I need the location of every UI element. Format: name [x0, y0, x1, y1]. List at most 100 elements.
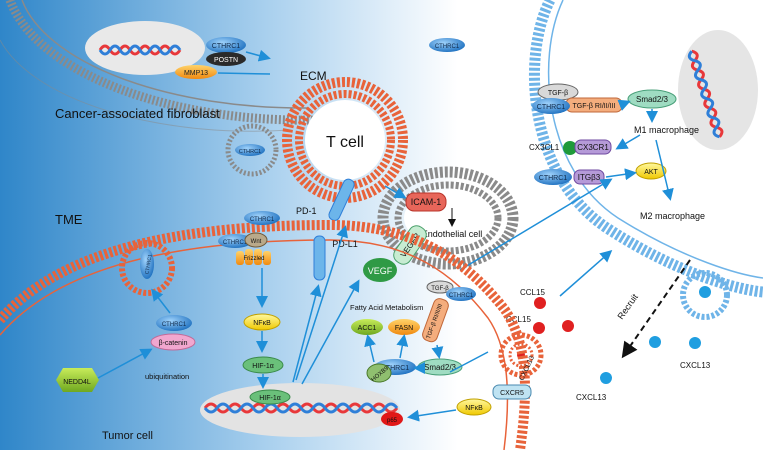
cthrc1-oval-free [429, 38, 465, 52]
cxcl13-dot-1 [649, 336, 661, 348]
cthrc1-macro-1-label: CTHRC1 [537, 104, 565, 111]
caf-membrane [0, 0, 321, 132]
acc1-oval [351, 319, 383, 335]
arrow-m1-to-m2 [655, 139, 674, 201]
tumor-dna [203, 402, 399, 414]
wnt-oval [244, 232, 268, 248]
cx3cr1-receptor [574, 139, 612, 155]
itgb3-label: ITGβ3 [578, 173, 601, 182]
mmp13-label: MMP13 [184, 70, 208, 77]
cthrc1-label: CTHRC1 [212, 43, 240, 50]
arrow-smad-to-ccl15 [449, 351, 489, 373]
postn-oval [206, 52, 246, 66]
tumor-vesicle: CTHRC1 [119, 240, 175, 296]
cxcr5-receptor [492, 384, 532, 400]
bcatenin-oval [150, 333, 196, 351]
frizzled-label: Frizzled [243, 256, 264, 262]
arrow-tumor-to-macrophage [459, 178, 613, 271]
ccl15-dot-3 [562, 320, 574, 332]
arrow-hoxb9-to-fasn [396, 334, 409, 359]
arrow-tgfbr-to-smad-tumor [431, 344, 444, 359]
endothelial-label: Endothelial cell [422, 229, 483, 239]
cthrc1-macro-2 [534, 169, 572, 185]
fatty-acid-metabolism-label: Fatty Acid Metabolism [350, 303, 423, 312]
vegfr-receptor [393, 225, 427, 265]
wnt-label: Wnt [251, 239, 262, 245]
hif1a-oval-1 [242, 356, 284, 374]
arrow-m1-to-cx3cr1 [615, 134, 641, 150]
cthrc1-free-label: CTHRC1 [435, 44, 460, 50]
arrow-hif-to-vegf [301, 279, 360, 385]
postn-label: POSTN [214, 57, 238, 64]
cthrc1-bcatenin-label: CTHRC1 [162, 322, 187, 328]
arrow-postn-to-ecm [245, 49, 271, 62]
cthrc1-vesicle-label: CTHRC1 [239, 149, 261, 155]
smad23-tumor-label: Smad2/3 [424, 363, 457, 372]
icam1-box [405, 192, 447, 212]
ccl15-label-1: CCL15 [520, 288, 545, 297]
p65-oval [381, 412, 403, 426]
icam1-label: ICAM-1 [411, 197, 442, 207]
fasn-oval [388, 319, 420, 335]
tumor-cell-label: Tumor cell [102, 430, 153, 442]
cthrc1-macro-1 [532, 98, 570, 114]
nfkb-label-2: NFκB [465, 405, 483, 412]
cxcl13-label-1: CXCL13 [680, 361, 711, 370]
pdl1-label: PD-L1 [332, 239, 358, 249]
nfkb-label-1: NFκB [253, 320, 271, 327]
hif1a-oval-2 [249, 389, 291, 405]
vegf-ball [363, 258, 397, 282]
pd1-label: PD-1 [296, 206, 317, 216]
arrow-hoxb9-to-acc1 [364, 334, 376, 363]
cthrc1-top-tumor-label: CTHRC1 [250, 217, 275, 223]
caf-label: Cancer-associated fibroblast [55, 106, 220, 121]
cxcl13-label-2: CXCL13 [576, 393, 607, 402]
arrow-itgb3-to-akt [605, 168, 637, 181]
cthrc1-postn-complex: CTHRC1 POSTN [206, 37, 246, 66]
pd1-receptor [328, 178, 355, 221]
ccl15-label-2: CCL15 [506, 315, 531, 324]
caf-vesicle: CTHRC1 [225, 123, 279, 177]
arrow-mmp13 [217, 72, 271, 75]
hif1a-label-1: HIF-1α [252, 363, 274, 370]
bcatenin-label: β-catenin [159, 340, 188, 347]
cthrc1-tgfb-tumor-label: CTHRC1 [449, 293, 474, 299]
cthrc1-bcatenin [156, 315, 192, 331]
cxcr5-label: CXCR5 [500, 390, 524, 397]
ecm-label: ECM [300, 69, 327, 83]
p65-label: p65 [387, 418, 398, 424]
mmp13-oval [175, 65, 217, 79]
ubiquitination-label: ubiquitination [145, 372, 189, 381]
arrow-to-icam1 [384, 185, 407, 199]
caf-dna-helix [98, 44, 182, 56]
vegf-label: VEGF [368, 266, 393, 276]
m2-label: M2 macrophage [640, 211, 705, 221]
tgfbr-tumor [422, 298, 449, 343]
arrow-nedd4l-to-bcatenin [97, 348, 153, 379]
tumor-membrane [0, 219, 530, 451]
cx3cl1-ball [563, 141, 577, 155]
arrow-hif-to-pd [295, 225, 348, 381]
nedd4l-label: NEDD4L [63, 379, 91, 386]
cthrc1-wnt-label: CTHRC1 [223, 240, 248, 246]
t-cell-body [305, 100, 385, 180]
smad23-macro-label: Smad2/3 [636, 95, 669, 104]
tgfbr-label-macro: TGF-β RI/II/III [573, 103, 616, 110]
arrow-bcatenin-to-vesicle [151, 288, 171, 314]
tgfb-oval-tumor [426, 280, 454, 294]
m1-label: M1 macrophage [634, 125, 699, 135]
nedd4l-hexagon [56, 368, 99, 392]
ccl15-dot-2 [533, 322, 545, 334]
caf-nucleus [85, 21, 205, 75]
frizzled-receptor [236, 249, 271, 265]
arrow-nfkb-to-p65 [407, 409, 457, 422]
macrophage-dna [687, 49, 724, 139]
arrow-hif-to-pdl1 [292, 284, 322, 383]
cthrc1-wnt [218, 234, 252, 248]
tgfb-label-tumor: TGF-β [431, 286, 449, 292]
t-cell-label: T cell [326, 134, 364, 151]
cxcl13-dot-3 [600, 372, 612, 384]
cthrc1-tumor-vesicle-label: CTHRC1 [144, 254, 153, 275]
cx3cl1-label: CX3CL1 [529, 143, 560, 152]
